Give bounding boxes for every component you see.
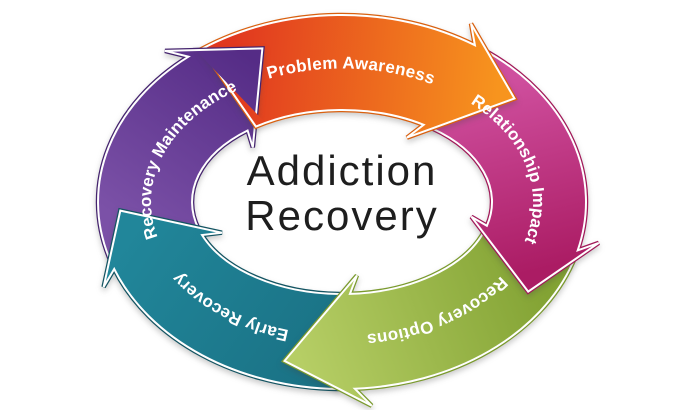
title-line-1: Addiction — [247, 147, 438, 194]
arrow-early-recovery — [101, 207, 342, 392]
arrow-problem-awareness — [198, 12, 518, 140]
arrows-layer — [95, 12, 600, 408]
center-title: Addiction Recovery — [245, 147, 438, 239]
title-line-2: Recovery — [245, 192, 438, 239]
arrow-recovery-maintenance — [95, 46, 265, 260]
arrow-recovery-options — [280, 229, 576, 408]
